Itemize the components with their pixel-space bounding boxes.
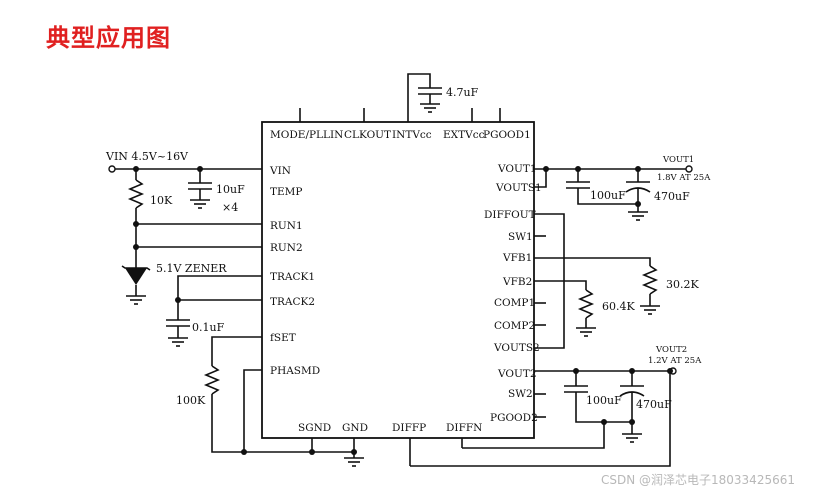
cap-out2-b-label: 470uF (636, 398, 672, 411)
pin-vouts1: VOUTS1 (495, 182, 542, 194)
pin-intvcc: INTVcc (392, 129, 432, 141)
vout2-label: VOUT2 (655, 345, 687, 355)
cap-in-count: ×4 (222, 201, 238, 214)
pin-sgnd: SGND (298, 422, 331, 434)
pin-sw1: SW1 (508, 231, 533, 243)
pin-pgood2: PGOOD2 (490, 412, 538, 424)
pin-fset: fSET (270, 332, 296, 344)
vout1-label: VOUT1 (662, 155, 694, 165)
pin-comp2: COMP2 (494, 320, 535, 332)
pin-comp1: COMP1 (494, 297, 535, 309)
vout2-spec: 1.2V AT 25A (648, 356, 702, 366)
pin-temp: TEMP (270, 186, 302, 198)
cap-track-label: 0.1uF (192, 321, 225, 334)
pin-vout2: VOUT2 (497, 368, 537, 380)
pin-run1: RUN1 (270, 220, 303, 232)
ic-body (261, 121, 535, 439)
pin-diffout: DIFFOUT (484, 209, 536, 221)
pin-pgood1: PGOOD1 (483, 129, 531, 141)
res-60k-label: 60.4K (602, 300, 635, 313)
cap-in-label: 10uF (216, 183, 245, 196)
pin-diffn: DIFFN (446, 422, 482, 434)
res-10k-label: 10K (150, 194, 173, 207)
cap-out1-b-label: 470uF (654, 190, 690, 203)
res-30k-label: 30.2K (666, 278, 699, 291)
pin-vfb1: VFB1 (502, 252, 532, 264)
pin-track1: TRACK1 (270, 271, 315, 283)
cap-intvcc-label: 4.7uF (446, 86, 479, 99)
pin-track2: TRACK2 (270, 296, 315, 308)
pin-mode-pllin: MODE/PLLIN (270, 129, 343, 141)
pin-diffp: DIFFP (392, 422, 426, 434)
pin-vout1: VOUT1 (497, 163, 537, 175)
vout1-spec: 1.8V AT 25A (657, 173, 711, 183)
pin-sw2: SW2 (508, 388, 533, 400)
vin-label: VIN 4.5V~16V (105, 150, 189, 163)
page-title: 典型应用图 (46, 24, 171, 52)
pin-phasmd: PHASMD (270, 365, 320, 377)
zener-label: 5.1V ZENER (156, 262, 227, 275)
res-100k-label: 100K (176, 394, 206, 407)
pin-vin: VIN (269, 165, 291, 177)
pin-vouts2: VOUTS2 (493, 342, 540, 354)
cap-out2-a-label: 100uF (586, 394, 622, 407)
cap-out1-a-label: 100uF (590, 189, 626, 202)
pin-extvcc: EXTVcc (443, 129, 485, 141)
watermark: CSDN @润泽芯电子18033425661 (600, 473, 795, 487)
pin-clkout: CLKOUT (344, 129, 391, 141)
pin-vfb2: VFB2 (502, 276, 532, 288)
pin-gnd: GND (342, 422, 368, 434)
pin-run2: RUN2 (270, 242, 303, 254)
